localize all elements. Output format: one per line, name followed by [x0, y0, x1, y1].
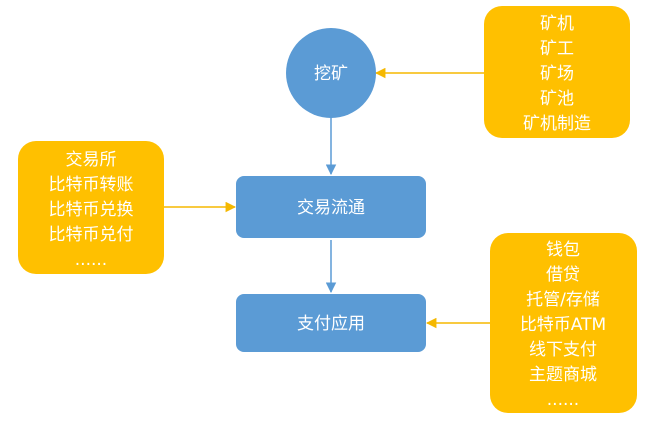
callout-line: 交易所: [66, 150, 117, 170]
callout-line: 比特币ATM: [520, 315, 606, 335]
node-payment: 支付应用: [236, 294, 426, 352]
callout-line: 矿机制造: [523, 114, 591, 134]
callout-line: 托管/存储: [526, 290, 600, 310]
callout-line: 借贷: [546, 265, 580, 285]
callout-circulation-lines: 交易所比特币转账比特币兑换比特币兑付......: [49, 150, 134, 270]
node-mining-label: 挖矿: [314, 64, 348, 84]
callout-line: 矿工: [540, 39, 574, 59]
callout-line: ......: [547, 390, 579, 410]
callout-line: 矿池: [540, 89, 574, 109]
callout-line: 主题商城: [529, 365, 597, 385]
callout-line: 比特币转账: [49, 175, 134, 195]
callout-line: 比特币兑付: [49, 225, 134, 245]
node-circulation-label: 交易流通: [297, 198, 365, 218]
callout-line: 矿场: [540, 64, 574, 84]
callout-line: ......: [75, 250, 107, 270]
node-payment-label: 支付应用: [297, 314, 365, 334]
callout-line: 矿机: [540, 14, 574, 34]
callout-line: 比特币兑换: [49, 200, 134, 220]
callout-line: 钱包: [546, 240, 580, 260]
node-mining: 挖矿: [286, 28, 376, 118]
node-circulation: 交易流通: [236, 176, 426, 238]
callout-line: 线下支付: [529, 340, 597, 360]
callout-circulation-items: 交易所比特币转账比特币兑换比特币兑付......: [18, 141, 164, 274]
